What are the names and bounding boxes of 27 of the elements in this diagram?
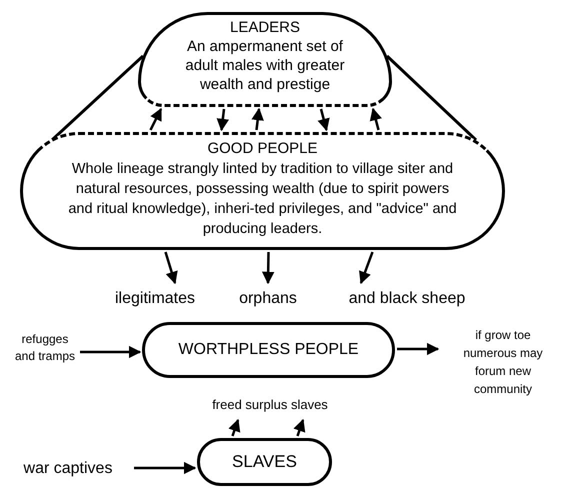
arrow: [293, 418, 306, 436]
arrow: [134, 462, 196, 474]
text-label: freed surplus slaves: [212, 396, 328, 414]
box-label: WORTHPLESS PEOPLE: [178, 340, 359, 360]
box-label: Whole lineage strangly linted by tradition to village siter and natural resources, possessing wealth (due to spirit powers and ritual knowledge), inheri-ted privileges, and "advice" and producing leaders.: [67, 160, 458, 239]
arrow: [228, 418, 240, 436]
box-label: An ampermanent set of adult males with greater wealth and prestige: [184, 37, 346, 94]
heading: LEADERS: [230, 18, 300, 37]
text-label: war captives: [24, 459, 112, 479]
arrow: [216, 108, 230, 132]
arrow: [318, 108, 330, 132]
arrow: [164, 252, 178, 284]
text-label: refugges and tramps: [14, 331, 76, 365]
arrow: [359, 252, 374, 284]
box-label: SLAVES: [232, 451, 297, 474]
text-label: ilegitimates: [114, 289, 196, 309]
arrow: [262, 252, 274, 284]
text-label: orphans: [239, 289, 297, 309]
arrow: [149, 108, 162, 131]
rounded-box: [197, 438, 332, 486]
heading: GOOD PEOPLE: [207, 139, 318, 159]
arrow: [251, 108, 264, 130]
text-label: if grow toe numerous may forum new community: [462, 327, 544, 398]
text-label: and black sheep: [348, 289, 466, 309]
arrow: [397, 342, 440, 356]
arrow: [80, 346, 142, 358]
arrow: [370, 108, 382, 130]
